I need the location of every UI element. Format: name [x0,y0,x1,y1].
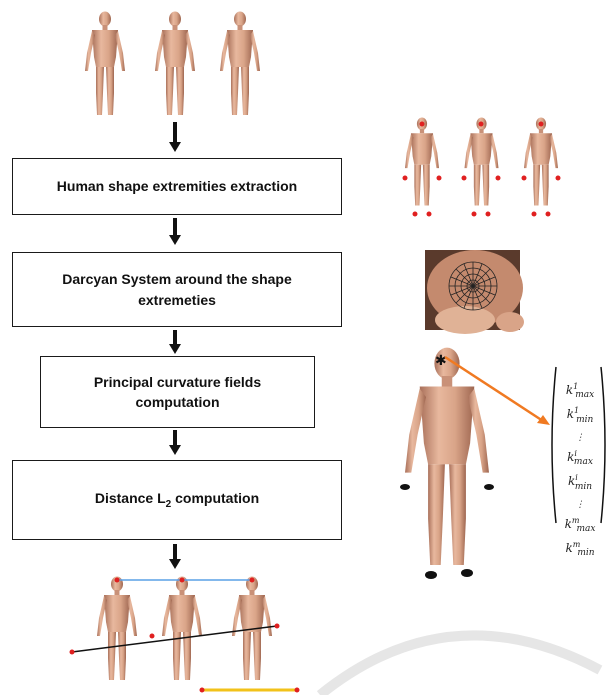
matrix-entry: kimax [558,446,602,470]
selected-point-marker: ✱ [435,353,447,369]
step-extremities-extraction: Human shape extremities extraction [12,158,342,215]
matrix-entry: k1min [558,403,602,427]
matrix-entry: k1max [558,379,602,403]
matrix-entry: kmmin [558,537,602,561]
step-extremities-label: Human shape extremities extraction [57,176,297,196]
matrix-left-paren [547,365,557,525]
matrix-entry: ⋮ [558,428,602,446]
matrix-entry: ⋮ [558,495,602,513]
step-curvature-label: Principal curvature fields computation [73,372,283,413]
bottom-matched-shapes [62,568,312,695]
step-distance-l2: Distance L2 computation [12,460,342,540]
extremities-illustration [388,112,578,217]
step-darcyan-system: Darcyan System around the shape extremet… [12,252,342,327]
curvature-human-illustration: ✱ [385,345,555,580]
watermark-arc [300,560,608,695]
matrix-entry: kmmax [558,513,602,537]
step-darcyan-label: Darcyan System around the shape extremet… [52,269,302,310]
step-curvature-fields: Principal curvature fields computation [40,356,315,428]
matrix-entry: kimin [558,470,602,494]
darcyan-grid-illustration [425,250,520,330]
step-distance-label: Distance L2 computation [95,488,259,512]
extremity-point [420,122,425,127]
